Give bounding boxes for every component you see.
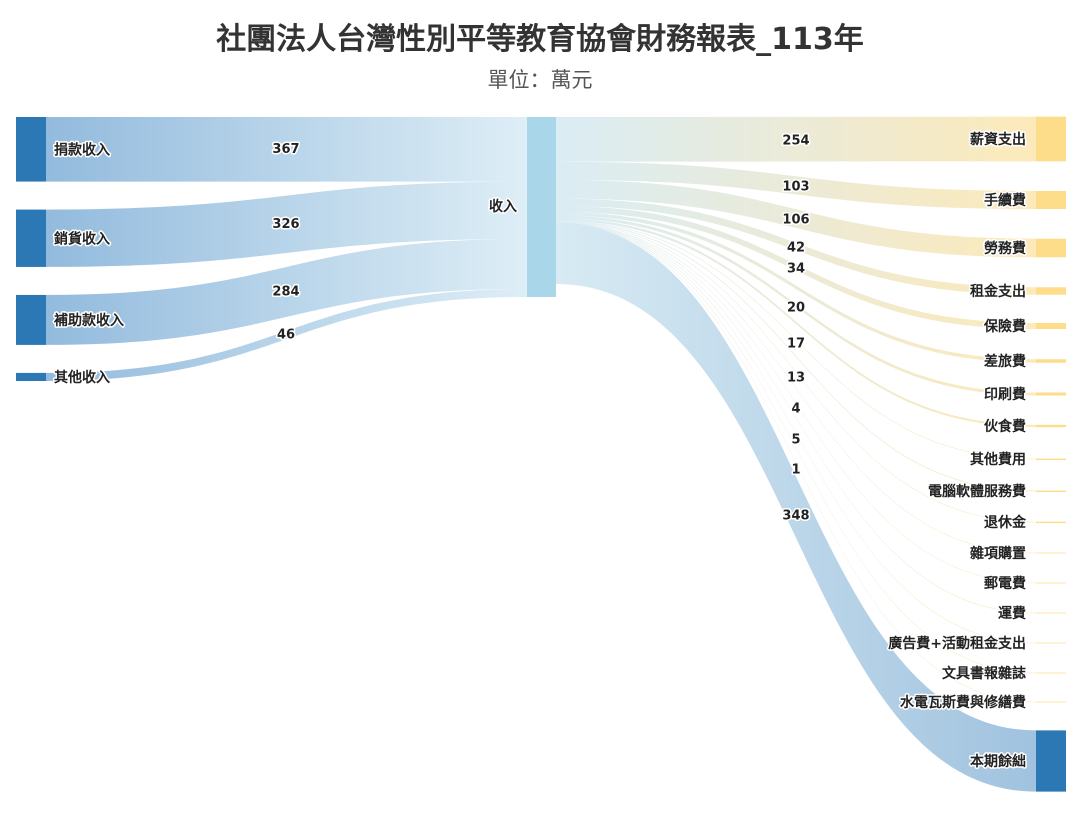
node-label-target-14: 廣告費+活動租金支出 — [888, 635, 1026, 652]
link-target-15 — [556, 222, 1036, 674]
value-label-target-8: 4 — [791, 402, 800, 417]
value-label-source-2: 284 — [272, 285, 299, 300]
node-label-source-0: 捐款收入 — [54, 141, 110, 158]
link-source-0 — [46, 117, 527, 182]
node-label-target-2: 勞務費 — [984, 240, 1026, 257]
value-label-target-6: 17 — [787, 337, 805, 352]
node-label-target-11: 雜項購置 — [970, 545, 1026, 562]
link-target-16 — [556, 222, 1036, 703]
node-target-8 — [1036, 458, 1066, 461]
node-label-target-12: 郵電費 — [984, 575, 1026, 592]
link-source-2 — [46, 238, 527, 345]
value-label-target-4: 34 — [787, 262, 805, 277]
link-target-12 — [556, 222, 1036, 584]
link-target-5 — [556, 211, 1036, 363]
node-label-target-17: 本期餘絀 — [970, 753, 1026, 770]
node-label-target-15: 文具書報雜誌 — [942, 665, 1026, 682]
node-label-target-4: 保險費 — [983, 318, 1026, 335]
value-label-target-1: 103 — [782, 180, 809, 195]
node-label-source-2: 補助款收入 — [53, 312, 124, 329]
node-label-target-16: 水電瓦斯費與修繕費 — [900, 694, 1026, 711]
link-source-3 — [46, 288, 527, 381]
link-target-3 — [556, 198, 1036, 295]
value-label-target-2: 106 — [782, 213, 809, 228]
node-target-17 — [1036, 730, 1066, 792]
node-label-target-8: 其他費用 — [970, 451, 1026, 468]
value-label-target-7: 13 — [787, 371, 805, 386]
node-label-target-1: 手續費 — [984, 192, 1026, 209]
link-target-14 — [556, 222, 1036, 644]
node-source-2 — [16, 294, 46, 345]
node-source-0 — [16, 117, 46, 182]
node-source-3 — [16, 372, 46, 381]
link-source-1 — [46, 181, 527, 267]
value-label-target-9: 5 — [791, 433, 800, 448]
chart-title: 社團法人台灣性別平等教育協會財務報表_113年 — [216, 22, 864, 57]
node-target-7 — [1036, 424, 1066, 428]
node-target-2 — [1036, 238, 1066, 258]
node-center — [527, 117, 556, 297]
node-target-5 — [1036, 359, 1066, 363]
node-label-source-1: 銷貨收入 — [54, 230, 110, 247]
node-label-target-9: 電腦軟體服務費 — [928, 483, 1026, 500]
node-target-10 — [1036, 521, 1066, 524]
link-target-2 — [556, 179, 1036, 258]
node-label-target-3: 租金支出 — [970, 283, 1026, 300]
value-label-target-17: 348 — [782, 509, 809, 524]
node-label-target-5: 差旅費 — [984, 353, 1026, 370]
chart-subtitle: 單位：萬元 — [487, 68, 593, 92]
link-target-4 — [556, 205, 1036, 329]
node-label-target-0: 薪資支出 — [970, 131, 1026, 148]
value-label-source-3: 46 — [277, 328, 295, 343]
link-target-11 — [556, 222, 1036, 554]
node-target-6 — [1036, 392, 1066, 396]
node-target-0 — [1036, 116, 1066, 162]
link-target-0 — [556, 116, 1036, 162]
link-target-17 — [556, 222, 1036, 792]
value-label-source-1: 326 — [272, 217, 299, 232]
value-label-source-0: 367 — [272, 142, 299, 157]
node-label-target-6: 印刷費 — [984, 386, 1026, 403]
link-target-13 — [556, 222, 1036, 614]
link-target-10 — [556, 222, 1036, 523]
node-target-9 — [1036, 490, 1066, 492]
value-label-target-5: 20 — [787, 301, 805, 316]
link-target-6 — [556, 215, 1036, 396]
value-label-target-0: 254 — [782, 134, 809, 149]
node-label-center: 收入 — [489, 198, 517, 215]
value-label-target-3: 42 — [787, 241, 805, 256]
link-target-8 — [556, 220, 1036, 460]
link-target-1 — [556, 161, 1036, 210]
link-target-9 — [556, 221, 1036, 492]
link-target-7 — [556, 218, 1036, 428]
node-label-target-13: 運費 — [998, 605, 1026, 622]
node-label-source-3: 其他收入 — [54, 369, 110, 386]
node-source-1 — [16, 209, 46, 267]
node-label-target-10: 退休金 — [984, 514, 1027, 531]
node-label-target-7: 伙食費 — [984, 418, 1026, 435]
node-target-3 — [1036, 287, 1066, 295]
node-target-1 — [1036, 190, 1066, 210]
value-label-target-10: 1 — [791, 463, 800, 478]
node-target-4 — [1036, 323, 1066, 329]
